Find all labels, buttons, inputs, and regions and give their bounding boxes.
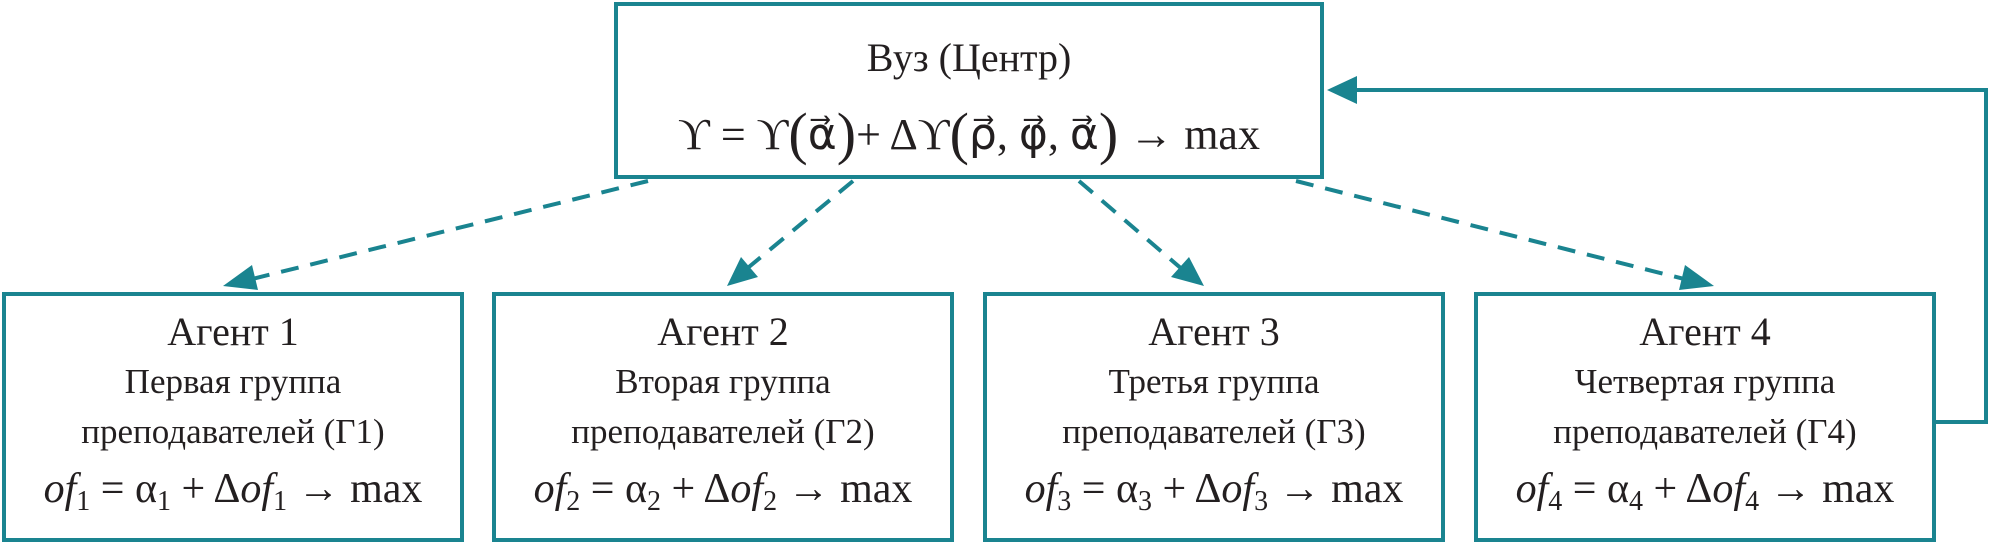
agent-name: Агент 2	[657, 309, 789, 354]
arrowhead-agent-2	[727, 257, 758, 286]
dashed-arrow-to-agent-4	[1295, 179, 1701, 285]
formula-index: 4	[1629, 486, 1643, 517]
center-box: Вуз (Центр) ϒ = ϒ(α⃗)+ Δϒ(ρ⃗, φ⃗, α⃗) → …	[614, 2, 1324, 179]
formula-index: 2	[647, 486, 661, 517]
agent-formula: of1 = α1 + Δof1 → max	[43, 466, 423, 517]
agent-formula: of3 = α3 + Δof3 → max	[1024, 466, 1404, 517]
agent-group-label: Четвертая группа	[1574, 362, 1836, 401]
dashed-arrow-to-agent-2	[736, 179, 855, 278]
agent-group-label: Третья группа	[1108, 362, 1320, 401]
dashed-arrow-to-agent-1	[231, 179, 649, 286]
formula-index: 3	[1057, 486, 1072, 517]
agent-box-4: Агент 4 Четвертая группа преподавателей …	[1474, 292, 1936, 542]
dashed-arrow-to-agent-3	[1077, 179, 1192, 278]
formula-index: 1	[76, 486, 91, 517]
arrowhead-agent-4	[1679, 265, 1714, 290]
formula-index: 1	[157, 486, 171, 517]
formula-index: 4	[1745, 486, 1760, 517]
max-term: max	[840, 466, 913, 512]
max-term: max	[1184, 110, 1260, 159]
formula-index: 4	[1548, 486, 1563, 517]
agent-group-label-2: преподавателей (Г3)	[1062, 412, 1366, 451]
max-term: max	[1822, 466, 1895, 512]
agent-formula: of4 = α4 + Δof4 → max	[1515, 466, 1895, 517]
agent-group-label: Первая группа	[124, 362, 342, 401]
feedback-arrowhead	[1327, 76, 1357, 104]
formula-index: 2	[763, 486, 778, 517]
feedback-line	[1352, 88, 1988, 424]
agent-name: Агент 4	[1639, 309, 1771, 354]
agent-name: Агент 1	[167, 309, 299, 354]
agent-formula: of2 = α2 + Δof2 → max	[533, 466, 913, 517]
formula-index: 2	[566, 486, 581, 517]
agent-group-label-2: преподавателей (Г4)	[1553, 412, 1857, 451]
agent-box-3: Агент 3 Третья группа преподавателей (Г3…	[983, 292, 1445, 542]
agent-box-1: Агент 1 Первая группа преподавателей (Г1…	[2, 292, 464, 542]
center-formula: ϒ = ϒ(α⃗)+ Δϒ(ρ⃗, φ⃗, α⃗) → max	[678, 101, 1260, 166]
arrowhead-agent-1	[223, 265, 258, 290]
center-title: Вуз (Центр)	[866, 35, 1072, 80]
formula-index: 1	[273, 486, 288, 517]
agent-group-label: Вторая группа	[615, 362, 831, 401]
agent-group-label-2: преподавателей (Г2)	[571, 412, 875, 451]
arrowhead-agent-3	[1171, 257, 1204, 286]
agent-box-2: Агент 2 Вторая группа преподавателей (Г2…	[492, 292, 954, 542]
agent-name: Агент 3	[1148, 309, 1280, 354]
max-term: max	[1331, 466, 1404, 512]
max-term: max	[350, 466, 423, 512]
formula-index: 3	[1254, 486, 1269, 517]
agent-group-label-2: преподавателей (Г1)	[81, 412, 385, 451]
formula-index: 3	[1138, 486, 1152, 517]
